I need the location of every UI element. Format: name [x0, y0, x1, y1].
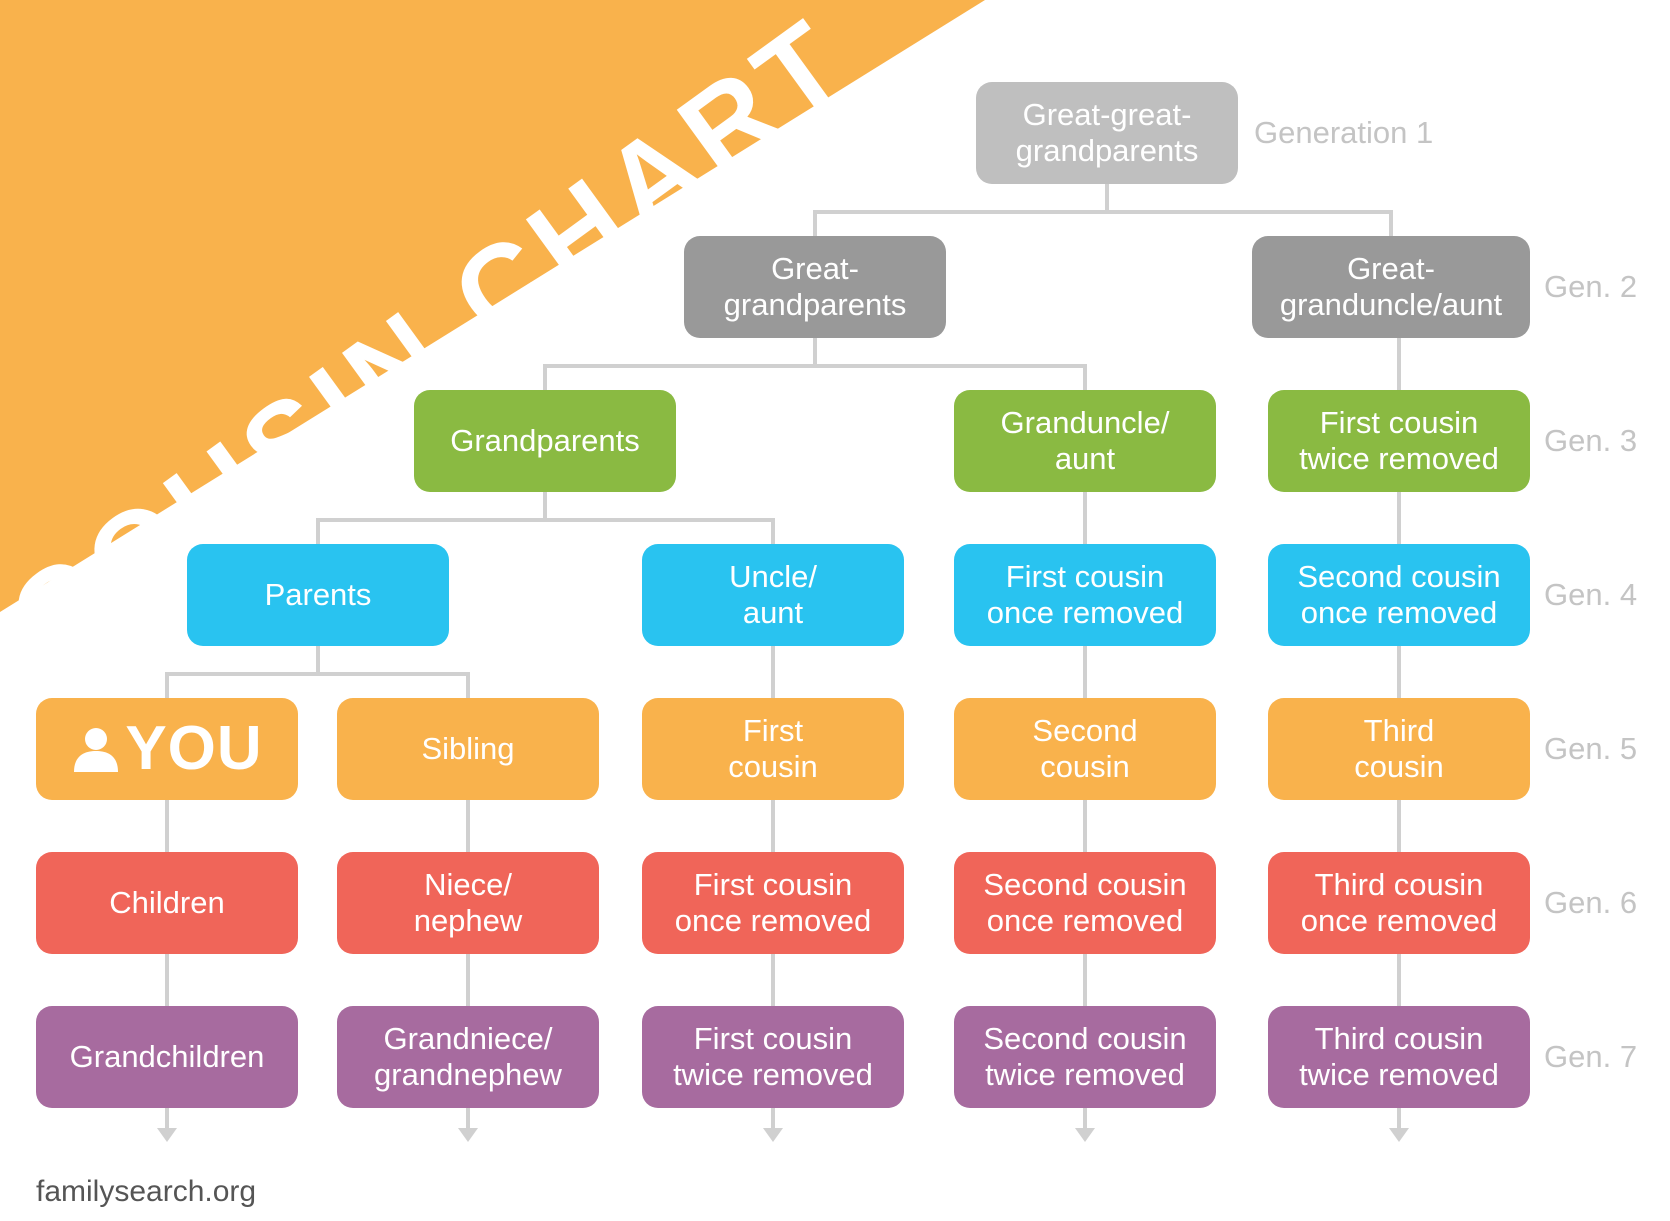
- connector-g2-right: [815, 364, 1087, 390]
- connector-g4-left: [165, 646, 320, 698]
- box-second-cousin: Second cousin: [954, 698, 1216, 800]
- arrow-down-icon: [1389, 1128, 1409, 1142]
- source-footer: familysearch.org: [36, 1175, 257, 1208]
- box-parents: Parents: [187, 544, 449, 646]
- box-second-cousin-once-removed-gen6: Second cousin once removed: [954, 852, 1216, 954]
- box-third-cousin-once-removed-gen6: Third cousin once removed: [1268, 852, 1530, 954]
- generation-label-7: Gen. 7: [1544, 1039, 1638, 1074]
- person-icon: [74, 728, 119, 772]
- connector-g3-right: [545, 518, 775, 544]
- box-third-cousin-twice-removed-gen7: Third cousin twice removed: [1268, 1006, 1530, 1108]
- you-label: YOU: [125, 714, 263, 783]
- box-first-cousin-twice-removed-gen7: First cousin twice removed: [642, 1006, 904, 1108]
- box-sibling: Sibling: [337, 698, 599, 800]
- arrow-down-icon: [157, 1128, 177, 1142]
- box-granduncle-aunt: Granduncle/ aunt: [954, 390, 1216, 492]
- generation-label-3: Gen. 3: [1544, 423, 1638, 458]
- connector-g1-left: [813, 184, 1109, 236]
- generation-label-4: Gen. 4: [1544, 577, 1638, 612]
- connector-g2-left: [543, 338, 817, 390]
- box-grandchildren: Grandchildren: [36, 1006, 298, 1108]
- generation-label-5: Gen. 5: [1544, 731, 1638, 766]
- box-first-cousin-twice-removed-gen3: First cousin twice removed: [1268, 390, 1530, 492]
- box-first-cousin: First cousin: [642, 698, 904, 800]
- box-grandparents: Grandparents: [414, 390, 676, 492]
- connector-group: [165, 184, 1401, 1130]
- box-uncle-aunt: Uncle/ aunt: [642, 544, 904, 646]
- box-first-cousin-once-removed-gen4: First cousin once removed: [954, 544, 1216, 646]
- box-grandniece-grandnephew: Grandniece/ grandnephew: [337, 1006, 599, 1108]
- arrow-group: [157, 1128, 1409, 1142]
- box-great-great-grandparents: Great-great- grandparents: [976, 82, 1238, 184]
- arrow-down-icon: [763, 1128, 783, 1142]
- connector-g3-left: [316, 492, 547, 544]
- generation-label-2: Gen. 2: [1544, 269, 1638, 304]
- you-content: YOU: [71, 714, 263, 783]
- arrow-down-icon: [458, 1128, 478, 1142]
- box-you: YOU: [36, 698, 298, 800]
- arrow-down-icon: [1075, 1128, 1095, 1142]
- generation-label-6: Gen. 6: [1544, 885, 1638, 920]
- box-second-cousin-twice-removed-gen7: Second cousin twice removed: [954, 1006, 1216, 1108]
- box-children: Children: [36, 852, 298, 954]
- connector-g4-right: [318, 672, 470, 698]
- box-great-granduncle-aunt: Great- granduncle/aunt: [1252, 236, 1530, 338]
- connector-g1-right: [1107, 210, 1393, 236]
- box-third-cousin: Third cousin: [1268, 698, 1530, 800]
- box-second-cousin-once-removed-gen4: Second cousin once removed: [1268, 544, 1530, 646]
- box-first-cousin-once-removed-gen6: First cousin once removed: [642, 852, 904, 954]
- generation-label-1: Generation 1: [1254, 115, 1434, 150]
- box-great-grandparents: Great- grandparents: [684, 236, 946, 338]
- banner-shape: [0, 0, 985, 612]
- box-niece-nephew: Niece/ nephew: [337, 852, 599, 954]
